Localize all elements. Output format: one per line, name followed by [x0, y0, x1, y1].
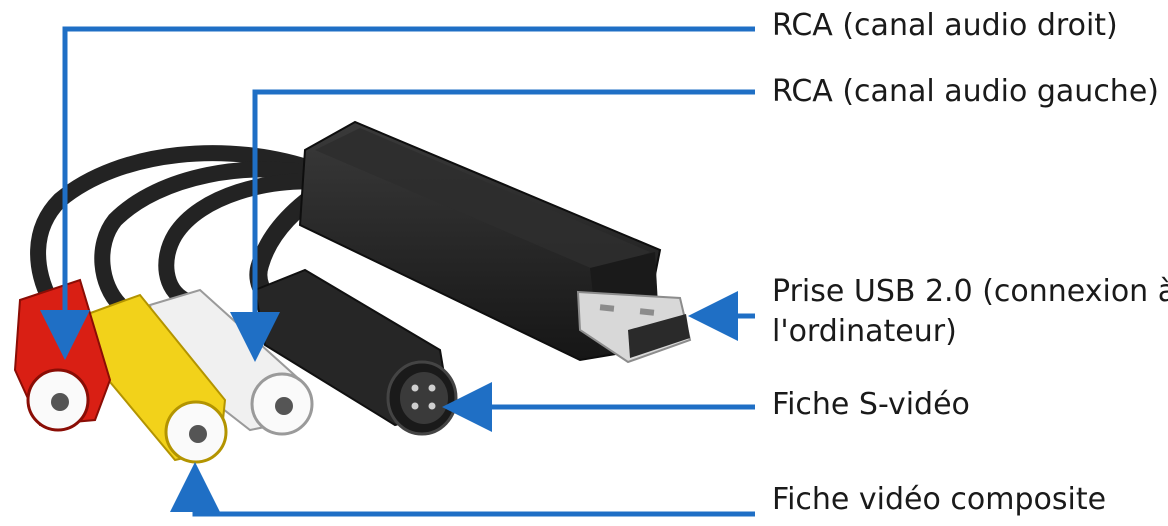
callout-composite [170, 462, 755, 517]
label-usb: Prise USB 2.0 (connexion à l'ordinateur) [772, 272, 1168, 352]
svideo-face-inner [400, 372, 448, 424]
label-svideo: Fiche S-vidéo [772, 387, 970, 422]
usb-dongle [298, 120, 692, 364]
label-usb-line2: l'ordinateur) [772, 314, 957, 349]
cable-white [158, 173, 328, 308]
callouts [40, 26, 755, 517]
cable-red [30, 145, 323, 308]
label-rca-left: RCA (canal audio gauche) [772, 74, 1159, 109]
rca-white-plug [148, 288, 314, 436]
svideo-pin-4 [428, 402, 436, 410]
label-rca-right: RCA (canal audio droit) [772, 8, 1118, 43]
svideo-pin-1 [411, 384, 419, 392]
rca-yellow-plug [83, 293, 228, 464]
rca-white-hole [275, 397, 293, 415]
callout-rca-right [40, 26, 755, 360]
rca-yellow-hole [189, 425, 207, 443]
cable-yellow [94, 161, 326, 313]
svideo-pin-3 [411, 402, 419, 410]
callout-rca-left [230, 89, 755, 362]
usb-plug-slot-2 [639, 308, 655, 316]
usb-plug-opening [628, 314, 690, 358]
usb-plug-slot-1 [599, 304, 615, 312]
svideo-pin-2 [428, 384, 436, 392]
dongle-top-face [315, 128, 650, 272]
label-usb-line1: Prise USB 2.0 (connexion à [772, 274, 1168, 309]
label-composite: Fiche vidéo composite [772, 482, 1107, 517]
rca-red-hole [51, 393, 69, 411]
